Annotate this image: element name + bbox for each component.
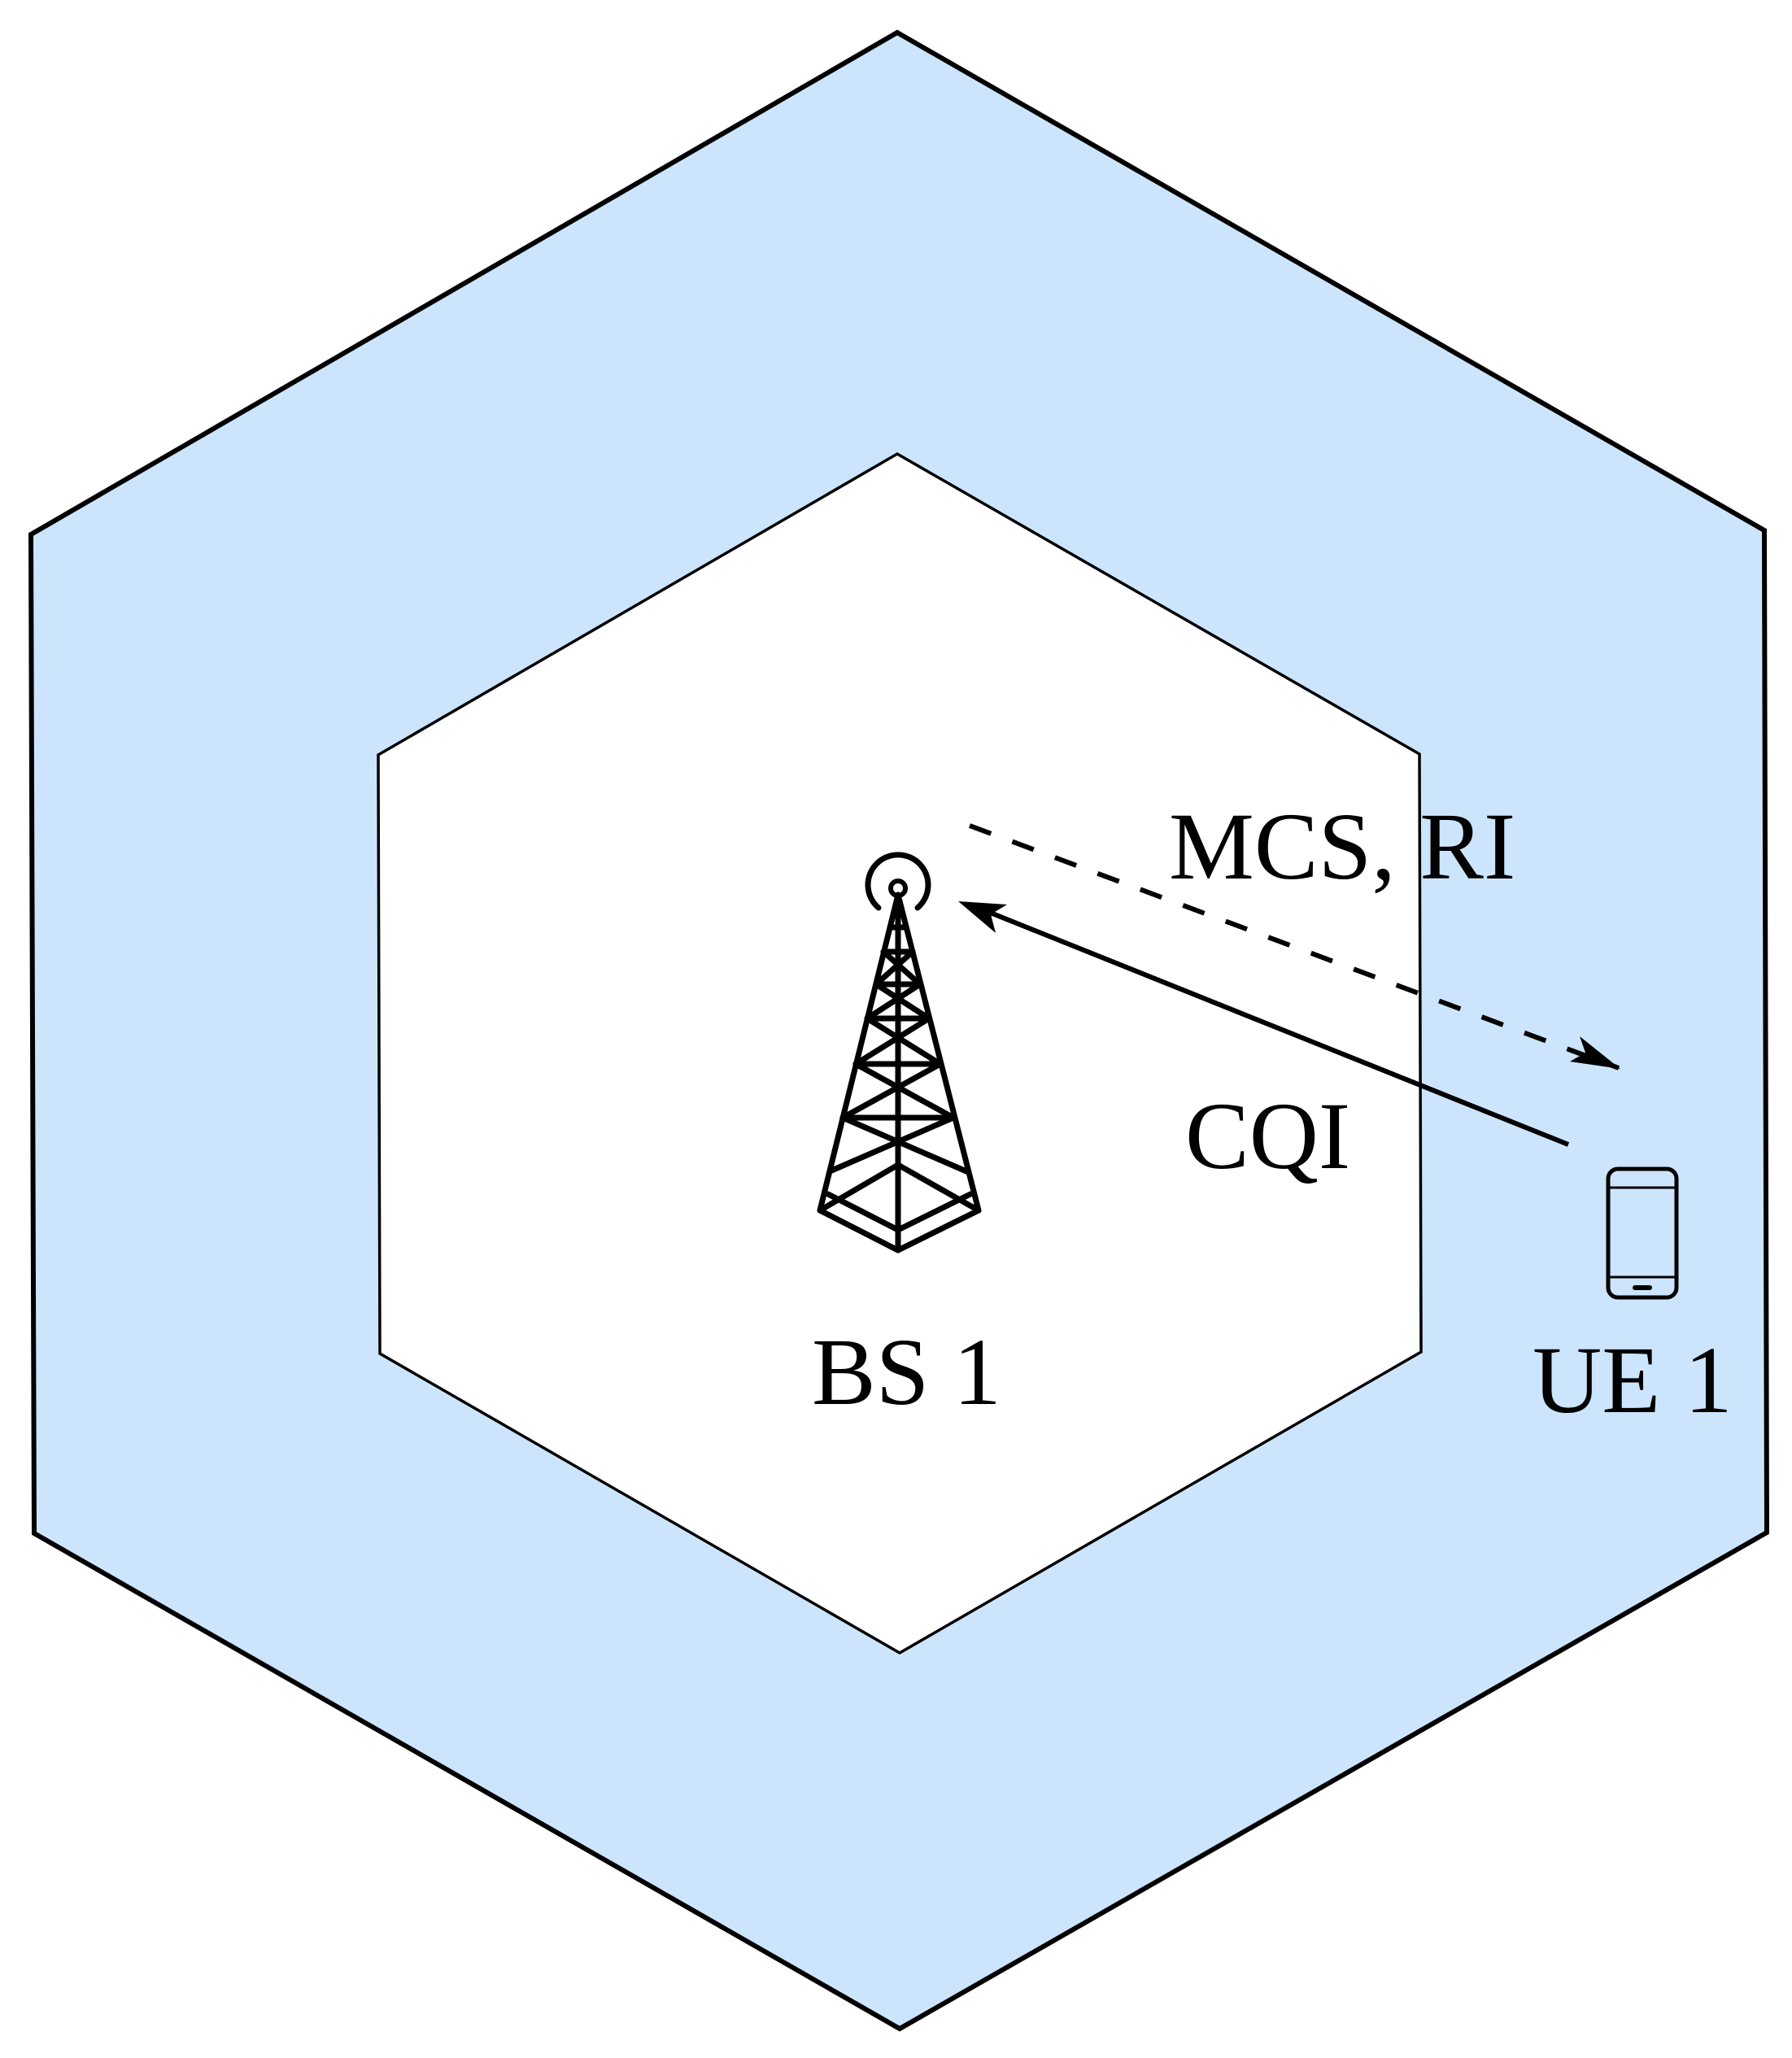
base-station-label: BS 1 [812, 1319, 1001, 1425]
uplink-label: CQI [1185, 1083, 1350, 1189]
uplink-arrow [974, 905, 1570, 1147]
downlink-label: MCS, RI [1169, 793, 1515, 900]
uplink-arrow-head [958, 901, 1007, 933]
cell-tower-icon [817, 852, 982, 1254]
downlink-arrow-head [1570, 1036, 1620, 1069]
user-equipment-label: UE 1 [1533, 1327, 1733, 1433]
smartphone-icon [1606, 1166, 1679, 1300]
